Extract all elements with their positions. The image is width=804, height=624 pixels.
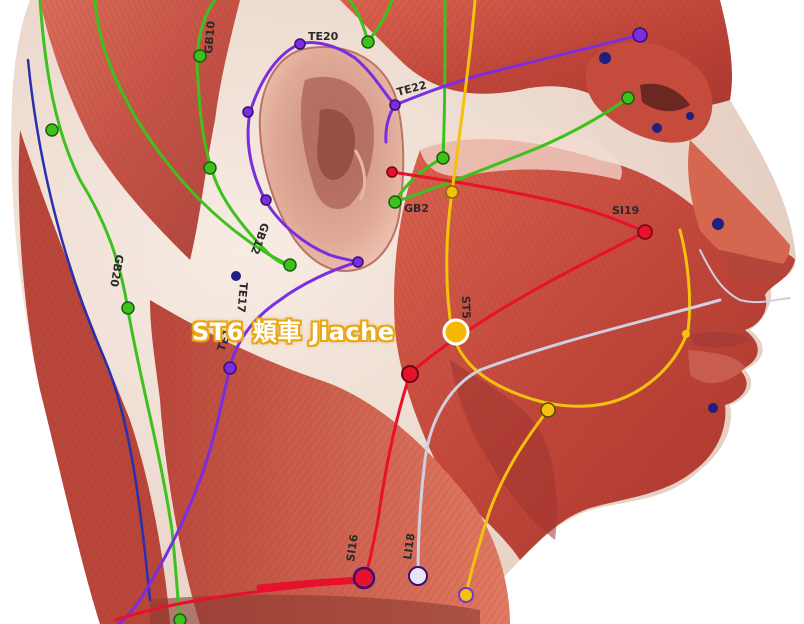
- point-gb-head[interactable]: [46, 124, 58, 136]
- point-bl-3[interactable]: [652, 123, 662, 133]
- point-te16[interactable]: [224, 362, 236, 374]
- point-bl-6[interactable]: [686, 112, 694, 120]
- point-te20[interactable]: [295, 39, 305, 49]
- st6-jiache-label: ST6 頬車 Jiache: [192, 312, 395, 347]
- label-te20: TE20: [308, 30, 339, 43]
- point-bl-1[interactable]: [231, 271, 241, 281]
- label-st5: ST5: [459, 296, 473, 320]
- point-st5[interactable]: [541, 403, 555, 417]
- point-si18[interactable]: [638, 225, 652, 239]
- point-gb20[interactable]: [122, 302, 134, 314]
- point-te23[interactable]: [633, 28, 647, 42]
- label-te17: TE17: [234, 282, 250, 313]
- point-bl-2[interactable]: [599, 52, 611, 64]
- point-gb1[interactable]: [362, 36, 374, 48]
- point-si17[interactable]: [402, 366, 418, 382]
- point-gb-cheek[interactable]: [437, 152, 449, 164]
- point-gb2[interactable]: [389, 196, 401, 208]
- point-st-mouth[interactable]: [682, 330, 690, 338]
- point-gb21[interactable]: [174, 614, 186, 624]
- label-gb2: GB2: [404, 202, 429, 215]
- point-bl-4[interactable]: [712, 218, 724, 230]
- point-gb-temple[interactable]: [204, 162, 216, 174]
- point-st6-jiache[interactable]: [444, 320, 468, 344]
- point-te-ear-top[interactable]: [243, 107, 253, 117]
- label-si19: SI19: [612, 204, 639, 217]
- point-si19[interactable]: [387, 167, 397, 177]
- point-gb12[interactable]: [284, 259, 296, 271]
- point-li18[interactable]: [409, 567, 427, 585]
- point-te-ear-back[interactable]: [261, 195, 271, 205]
- point-bl-5[interactable]: [708, 403, 718, 413]
- point-te17[interactable]: [353, 257, 363, 267]
- point-st9[interactable]: [459, 588, 473, 602]
- point-si16[interactable]: [354, 568, 374, 588]
- point-st7[interactable]: [446, 186, 458, 198]
- point-gb-eye[interactable]: [622, 92, 634, 104]
- point-te22[interactable]: [390, 100, 400, 110]
